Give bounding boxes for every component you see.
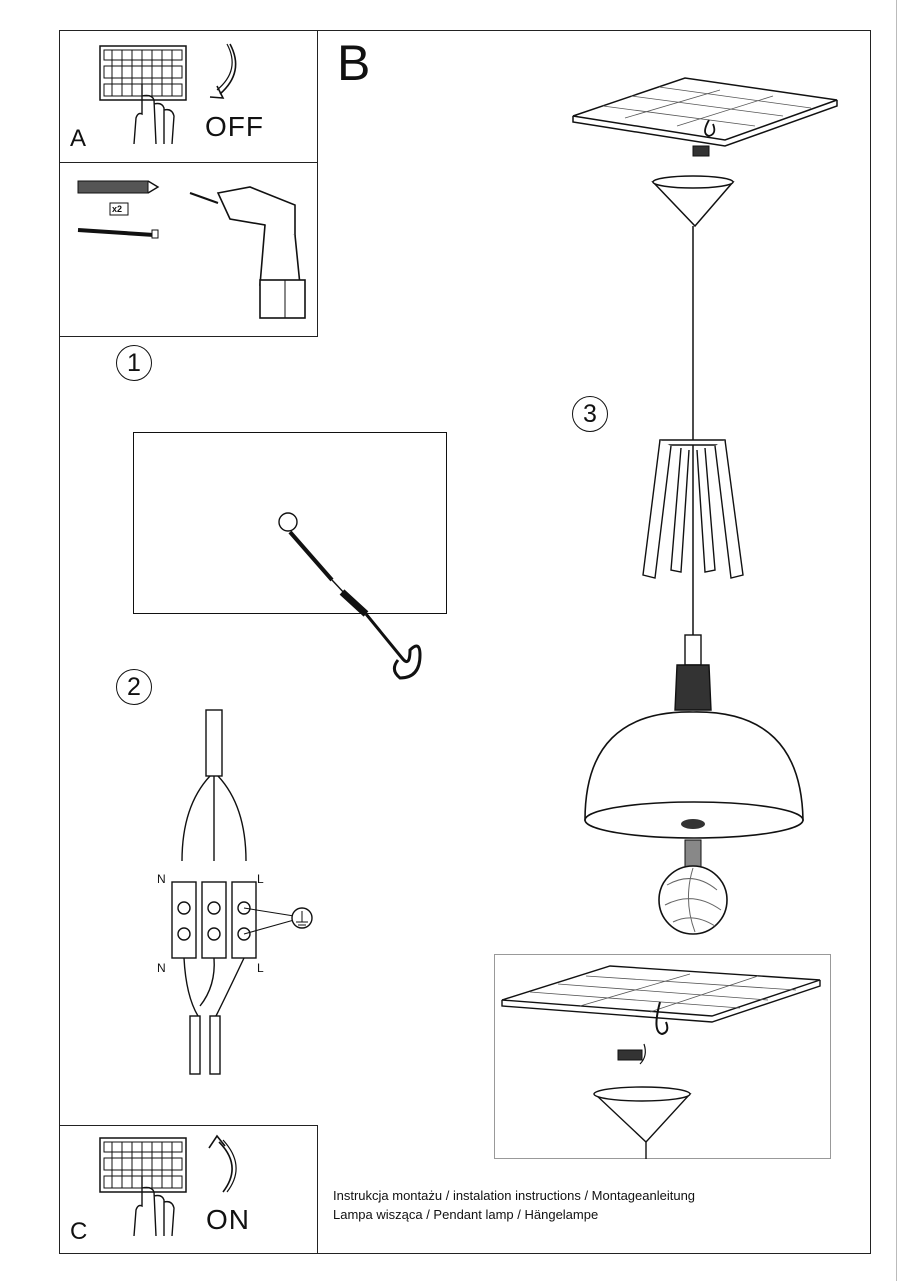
- off-label: OFF: [205, 111, 264, 142]
- neutral-bottom-label: N: [157, 961, 166, 975]
- instruction-frame: [59, 30, 871, 1254]
- on-label: ON: [206, 1204, 250, 1235]
- panel-b-letter: B: [337, 35, 371, 91]
- page-edge: [896, 0, 897, 1281]
- circuit-breaker-off-icon: [99, 45, 187, 145]
- product-name: Lampa wisząca / Pendant lamp / Hängelamp…: [333, 1207, 599, 1222]
- panel-a-power-off: [59, 30, 318, 163]
- instructions-title: Instrukcja montażu / instalation instruc…: [333, 1188, 696, 1203]
- canopy-hook-detail: [501, 965, 821, 1159]
- hook-anchor-icon: [278, 512, 422, 680]
- live-bottom-label: L: [257, 961, 264, 975]
- quantity-label: x2: [112, 204, 123, 214]
- circuit-breaker-on-icon: [99, 1137, 187, 1237]
- pendant-lamp-illustration: [572, 77, 838, 935]
- footer-text: Instrukcja montażu / instalation instruc…: [333, 1186, 695, 1224]
- wiring-diagram: [171, 709, 313, 1075]
- live-top-label: L: [257, 872, 264, 886]
- panel-c-letter: C: [70, 1218, 88, 1245]
- wall-plug-screw-icon: [77, 180, 160, 239]
- panel-a-letter: A: [70, 125, 87, 152]
- step-2-number: 2: [116, 669, 152, 705]
- panel-c-power-on: [59, 1125, 318, 1254]
- drill-icon: [189, 186, 306, 319]
- inset-detail-box: [494, 954, 831, 1159]
- panel-tools: [59, 162, 318, 337]
- neutral-top-label: N: [157, 872, 166, 886]
- step-3-number: 3: [572, 396, 608, 432]
- arrow-up-icon: [208, 1134, 237, 1193]
- arrow-down-icon: [209, 43, 237, 99]
- step-1-number: 1: [116, 345, 152, 381]
- ceiling-drill-area: [133, 432, 447, 614]
